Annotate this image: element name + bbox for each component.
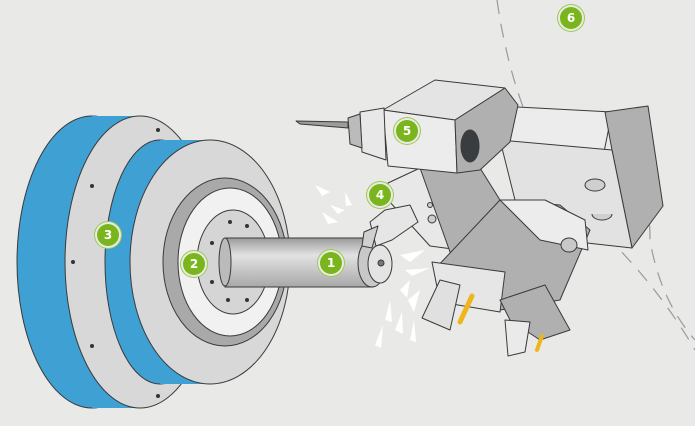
workpiece [218,237,393,288]
callout-badge-5: 5 [396,120,418,142]
main-chuck [16,115,291,409]
callout-badge-4: 4 [369,184,391,206]
callout-badge-3: 3 [97,224,119,246]
callout-badge-2: 2 [183,253,205,275]
sparks [315,185,430,348]
tool-turret [295,79,664,357]
callout-badge-6: 6 [560,7,582,29]
callout-badge-1: 1 [320,252,342,274]
